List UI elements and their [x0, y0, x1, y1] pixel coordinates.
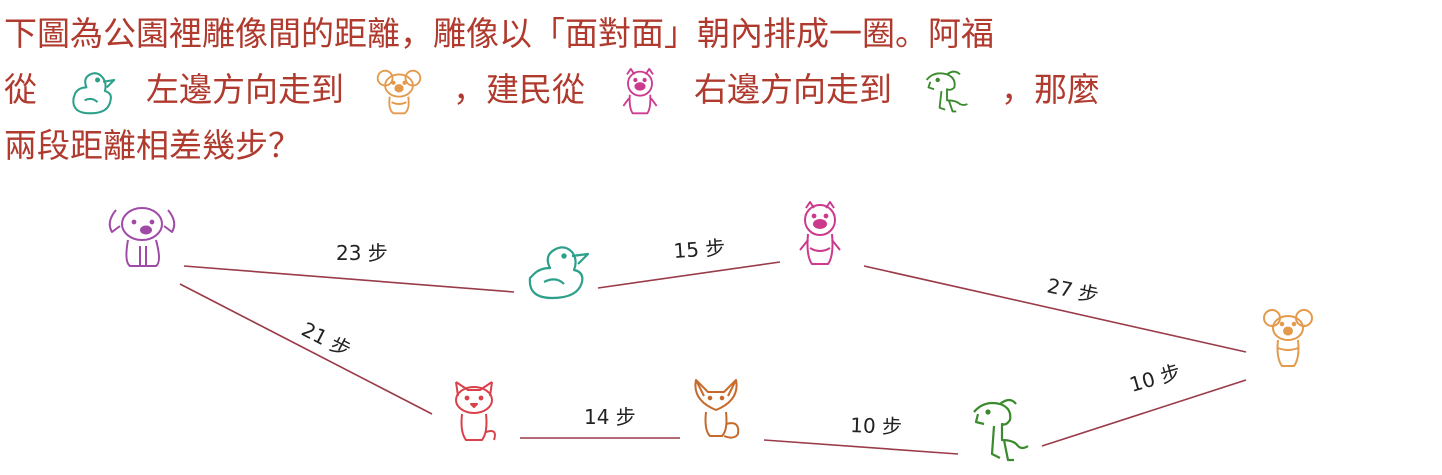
question-line2-from: 從 [4, 70, 37, 109]
question-line2-walk-left: 左邊方向走到 [146, 70, 344, 109]
question-text: 下圖為公園裡雕像間的距離，雕像以「面對面」朝內排成一圈。阿福 從 左邊方向走到 [4, 6, 1440, 174]
edge-label-pig-koala: 27 步 [1045, 273, 1101, 307]
question-line2-walk-right: 右邊方向走到 [694, 70, 892, 109]
cat-icon [455, 381, 496, 441]
fox-icon [694, 379, 740, 439]
koala-icon [371, 67, 427, 117]
edge-label-cat-fox: 14 步 [584, 405, 636, 429]
horse-icon [919, 67, 975, 117]
edge-dog-cat [179, 283, 433, 415]
question-line3-text: 兩段距離相差幾步？ [4, 126, 301, 165]
edge-pig-koala [863, 265, 1247, 353]
duck-icon-svg [71, 71, 115, 114]
dog-icon [108, 207, 176, 267]
koala-icon [1263, 309, 1313, 367]
question-line-3: 兩段距離相差幾步？ [4, 118, 1440, 174]
edge-duck-pig [597, 261, 781, 289]
edge-label-dog-duck: 23 步 [336, 241, 388, 265]
edge-label-horse-koala: 10 步 [1127, 359, 1183, 396]
duck-icon [528, 246, 590, 300]
koala-icon-svg [376, 69, 421, 114]
duck-icon [64, 67, 120, 117]
edges-layer [179, 261, 1247, 455]
edge-dog-duck [183, 265, 515, 293]
edge-fox-horse [763, 439, 959, 455]
labels-layer: 23 步 15 步 27 步 21 步 14 步 10 步 10 步 [298, 235, 1183, 438]
horse-icon [972, 398, 1030, 462]
horse-icon-svg [925, 70, 968, 112]
question-line2-so: ，那麼 [1001, 70, 1100, 109]
pig-icon-svg [622, 67, 657, 114]
question-line2-jianmin: ，建民從 [453, 70, 585, 109]
edge-label-duck-pig: 15 步 [673, 235, 726, 263]
question-line1-text: 下圖為公園裡雕像間的距離，雕像以「面對面」朝內排成一圈。阿福 [4, 14, 994, 53]
question-line-1: 下圖為公園裡雕像間的距離，雕像以「面對面」朝內排成一圈。阿福 [4, 6, 1440, 62]
pig-icon [612, 67, 668, 117]
pig-icon [799, 201, 841, 265]
edge-label-dog-cat: 21 步 [298, 317, 355, 362]
edge-horse-koala [1041, 379, 1247, 447]
question-line-2: 從 左邊方向走到 [4, 62, 1440, 118]
edge-label-fox-horse: 10 步 [850, 413, 903, 439]
